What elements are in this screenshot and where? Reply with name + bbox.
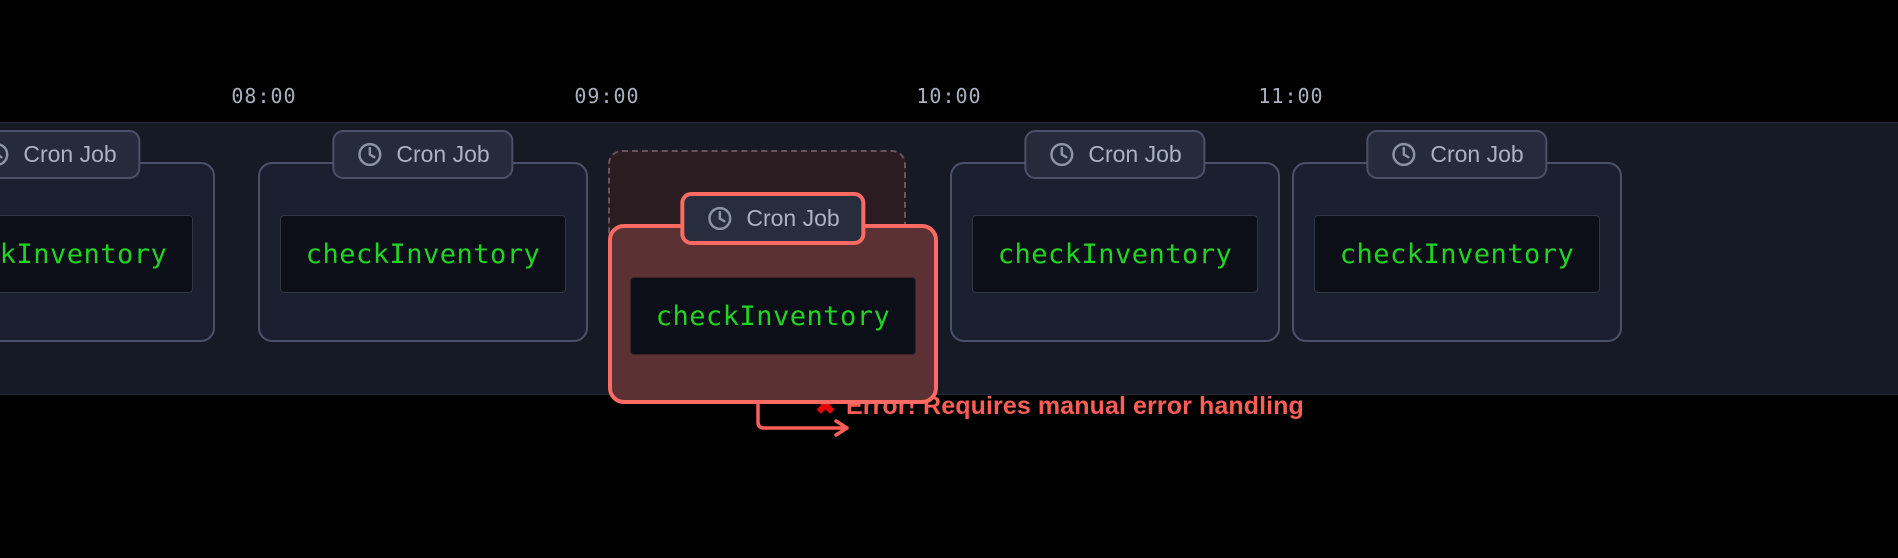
cron-job-badge[interactable]: Cron Job (332, 130, 514, 179)
cron-job-badge[interactable]: Cron Job (1366, 130, 1548, 179)
clock-icon (358, 142, 382, 167)
clock-icon (708, 206, 732, 231)
error-callout-arrow (756, 374, 849, 437)
job-code-block: checkInventory (0, 215, 193, 293)
job-function-name: checkInventory (1339, 238, 1575, 270)
cron-job-badge-label: Cron Job (746, 205, 840, 231)
cron-job-badge[interactable]: Cron Job (680, 192, 866, 245)
timeline-tick-labels: 08:00 09:00 10:00 11:00 (0, 84, 1898, 114)
cron-job-badge[interactable]: Cron Job (1024, 130, 1206, 179)
clock-icon (1392, 142, 1416, 167)
cron-job-card-error[interactable]: checkInventory Cron Job (608, 192, 938, 404)
cron-job-card[interactable]: checkInventory Cron Job (258, 130, 588, 342)
cron-job-badge-label: Cron Job (1430, 141, 1524, 167)
cron-job-badge-label: Cron Job (23, 141, 117, 167)
clock-icon (0, 143, 9, 166)
job-function-name: checkInventory (997, 238, 1233, 270)
timeline-tick-0: 08:00 (231, 84, 297, 108)
job-function-name: checkInventory (655, 300, 891, 332)
job-code-block: checkInventory (1314, 215, 1600, 293)
timeline-tick-2: 10:00 (916, 84, 982, 108)
timeline-tick-1: 09:00 (574, 84, 640, 108)
clock-icon (1050, 142, 1074, 167)
timeline-tick-3: 11:00 (1258, 84, 1324, 108)
cron-job-card[interactable]: checkInventory Cron Job (0, 130, 215, 342)
job-function-name: checkInventory (305, 238, 541, 270)
cron-job-badge-label: Cron Job (396, 141, 490, 167)
cron-job-badge-label: Cron Job (1088, 141, 1182, 167)
cron-job-badge[interactable]: Cron Job (0, 130, 141, 179)
cron-job-card[interactable]: checkInventory Cron Job (950, 130, 1280, 342)
job-function-name: checkInventory (0, 238, 168, 270)
job-code-block: checkInventory (630, 277, 916, 355)
job-code-block: checkInventory (972, 215, 1258, 293)
job-code-block: checkInventory (280, 215, 566, 293)
cron-job-card[interactable]: checkInventory Cron Job (1292, 130, 1622, 342)
